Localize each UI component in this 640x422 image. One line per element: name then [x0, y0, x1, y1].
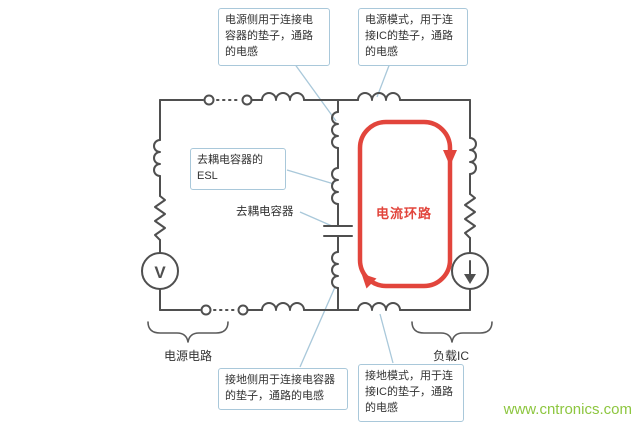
inductor-coil-power-pad: [331, 111, 339, 149]
inductor-coil: [153, 139, 161, 177]
callout-power-pattern-ic-inductance: 电源模式，用于连 接IC的垫子，通路 的电感: [358, 8, 468, 66]
terminal-circle: [200, 304, 212, 316]
terminal-circle: [203, 94, 215, 106]
current-loop-path: [357, 119, 453, 289]
loop-arrowhead-up: [361, 273, 377, 289]
decoupling-branch: [323, 99, 353, 311]
current-loop: [357, 119, 457, 289]
load-branch: [451, 99, 489, 311]
leader-line: [299, 211, 333, 227]
current-source-arrowhead: [464, 274, 476, 284]
callout-ground-pattern-ic-inductance: 接地模式，用于连 接IC的垫子，通路 的电感: [358, 364, 464, 422]
leader-line: [286, 169, 335, 185]
inductor-coil-ground-pad: [331, 251, 339, 289]
inductor-coil-esl: [331, 167, 339, 205]
leader-line: [299, 286, 336, 368]
callout-ground-side-pad-inductance: 接地侧用于连接电容器 的垫子，通路的电感: [218, 368, 348, 410]
terminal-circle: [241, 94, 253, 106]
leader-line: [379, 313, 394, 364]
callout-power-side-pad-inductance: 电源侧用于连接电 容器的垫子，通路 的电感: [218, 8, 330, 66]
inductor-coil: [261, 92, 305, 101]
brace-power-circuit: [147, 321, 229, 343]
leader-line: [376, 62, 391, 98]
callout-decoupling-esl: 去耦电容器的 ESL: [190, 148, 286, 190]
power-source-branch: [141, 99, 179, 311]
inductor-coil: [261, 302, 305, 311]
resistor: [154, 195, 166, 241]
terminal-circle: [237, 304, 249, 316]
leader-line: [293, 62, 337, 122]
braces: [147, 321, 493, 343]
leader-lines: [286, 62, 394, 368]
inductor-coil: [357, 302, 401, 311]
bottom-rail: [159, 302, 471, 316]
watermark-text: www.cntronics.com: [503, 401, 632, 418]
inductor-coil: [357, 92, 401, 101]
loop-arrowhead-down: [443, 150, 457, 166]
label-power-circuit: 电源电路: [164, 349, 213, 363]
brace-load-ic: [411, 321, 493, 343]
label-load-ic: 负载IC: [433, 349, 470, 363]
resistor: [464, 193, 476, 239]
label-decoupling-capacitor: 去耦电容器: [236, 206, 294, 218]
top-rail: [159, 92, 471, 106]
inductor-coil: [469, 137, 477, 175]
label-current-loop: 电流环路: [376, 206, 433, 221]
voltage-source-symbol: V: [154, 263, 166, 282]
